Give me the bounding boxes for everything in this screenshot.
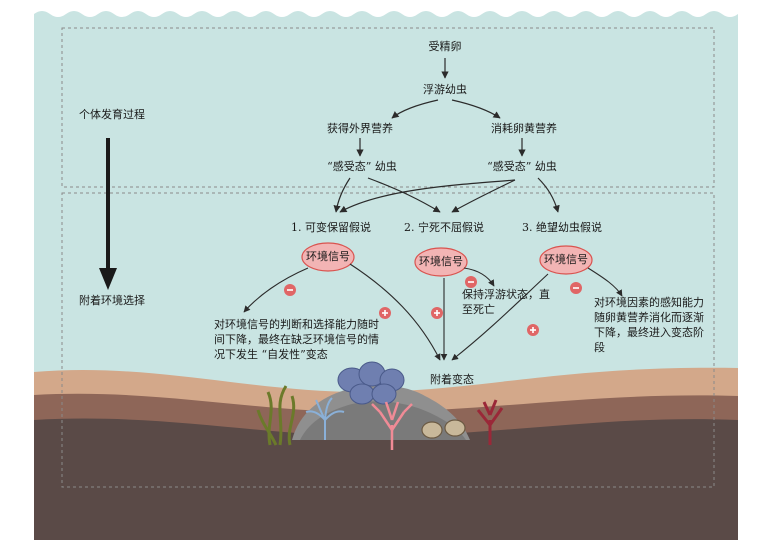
sign-hyp1-plus xyxy=(379,307,391,319)
arrow-hyp1-minus xyxy=(243,267,309,313)
sign-hyp2-plus xyxy=(431,307,443,319)
development-box xyxy=(61,27,715,188)
arrow-larva-to-external xyxy=(391,99,439,119)
settlement-box xyxy=(61,192,715,488)
sign-hyp3-plus xyxy=(527,324,539,336)
coral-pink xyxy=(371,401,413,450)
sign-hyp3-minus xyxy=(570,282,582,294)
development-process-label: 个体发育过程 xyxy=(79,108,145,121)
arrow-right-to-hyp2 xyxy=(451,179,516,213)
signal-ellipse-3 xyxy=(539,245,593,275)
signal-ellipse-2 xyxy=(414,247,468,277)
competent-larva-left-node: “感受态” 幼虫 xyxy=(327,160,397,173)
external-nutrition-node: 获得外界营养 xyxy=(327,122,393,135)
hypothesis-2-title: 2. 宁死不屈假说 xyxy=(404,221,484,234)
arrow-hyp3-minus xyxy=(587,267,623,297)
anemone xyxy=(305,397,345,440)
signal-label-2: 环境信号 xyxy=(419,255,463,268)
arrow-left-to-hyp1 xyxy=(333,177,351,213)
arrow-hyp2-minus xyxy=(463,267,495,287)
signal-label-3: 环境信号 xyxy=(544,253,588,266)
signal-ellipse-1 xyxy=(301,242,355,272)
hypothesis-2-note: 保持浮游状态，直至死亡 xyxy=(462,288,550,316)
arrow-hyp1-plus xyxy=(349,263,441,361)
seaweed-left xyxy=(256,385,296,446)
process-arrow-head xyxy=(99,268,117,290)
hypothesis-1-note: 对环境信号的判断和选择能力随时间下降，最终在缺乏环境信号的情况下发生 “自发性”… xyxy=(214,318,379,361)
barnacle-cluster xyxy=(337,361,405,405)
seaweed-red xyxy=(476,399,504,445)
sign-hyp2-minus xyxy=(465,276,477,288)
settlement-selection-label: 附着环境选择 xyxy=(79,294,145,307)
shells xyxy=(421,419,466,439)
arrow-left-to-hyp2 xyxy=(367,177,441,213)
hypothesis-3-note: 对环境因素的感知能力随卵黄营养消化而逐渐下降，最终进入变态阶段 xyxy=(594,296,704,354)
hypothesis-1-title: 1. 可变保留假说 xyxy=(291,221,371,234)
yolk-consumption-node: 消耗卵黄营养 xyxy=(491,122,557,135)
deep-layer xyxy=(34,418,738,540)
arrow-right-to-hyp1 xyxy=(339,179,516,213)
fertilized-egg-node: 受精卵 xyxy=(428,40,462,53)
planktonic-larva-node: 浮游幼虫 xyxy=(423,83,467,96)
arrow-larva-to-yolk xyxy=(451,99,501,119)
sign-hyp1-minus xyxy=(284,284,296,296)
hypothesis-3-title: 3. 绝望幼虫假说 xyxy=(522,221,602,234)
arrow-right-to-hyp3 xyxy=(537,177,560,213)
settlement-outcome-label: 附着变态 xyxy=(430,373,474,386)
arrow-hyp3-plus xyxy=(451,273,549,361)
signal-label-1: 环境信号 xyxy=(306,250,350,263)
competent-larva-right-node: “感受态” 幼虫 xyxy=(487,160,557,173)
